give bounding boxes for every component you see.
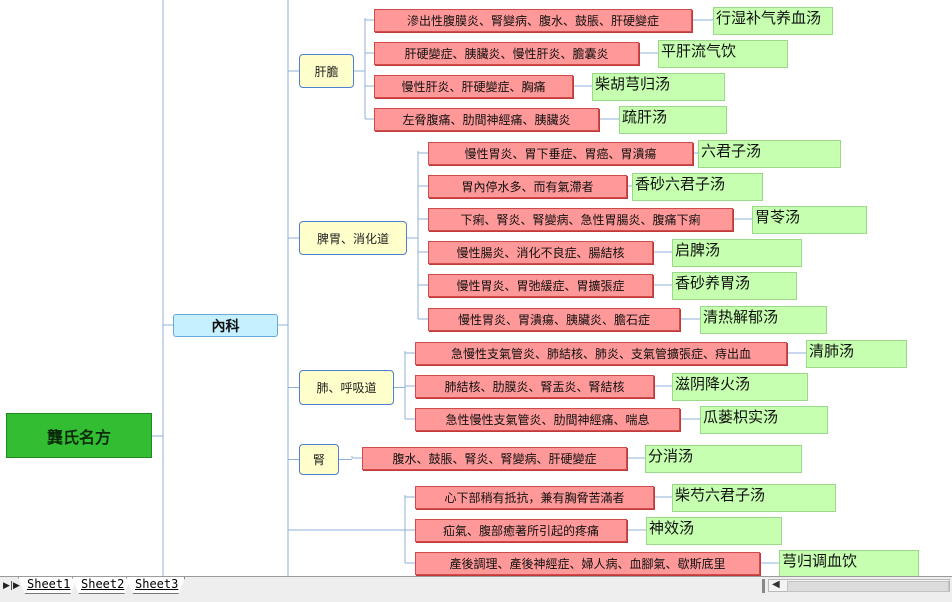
disease-node[interactable]: 左脅腹痛、肋間神經痛、胰臟炎 bbox=[374, 108, 599, 131]
disease-node[interactable]: 急慢性支氣管炎、肺結核、肺炎、支氣管擴張症、痔出血 bbox=[415, 342, 787, 365]
remedy-node[interactable]: 香砂六君子汤 bbox=[632, 173, 763, 201]
remedy-node[interactable]: 胃苓汤 bbox=[752, 206, 867, 234]
disease-node[interactable]: 滲出性腹膜炎、腎變病、腹水、鼓脹、肝硬變症 bbox=[374, 9, 692, 32]
disease-node[interactable]: 慢性胃炎、胃下垂症、胃癌、胃潰瘍 bbox=[428, 142, 693, 165]
horizontal-scrollbar[interactable]: ◀ bbox=[768, 579, 950, 592]
remedy-node[interactable]: 滋阴降火汤 bbox=[672, 373, 808, 401]
remedy-node[interactable]: 清热解郁汤 bbox=[700, 306, 827, 334]
remedy-node[interactable]: 分消汤 bbox=[645, 445, 802, 473]
category-node-2[interactable]: 肺、呼吸道 bbox=[299, 370, 394, 405]
category-node-3[interactable]: 腎 bbox=[299, 444, 339, 475]
disease-node[interactable]: 心下部稍有抵抗，兼有胸脅苦滿者 bbox=[415, 486, 654, 509]
disease-node[interactable]: 慢性腸炎、消化不良症、腸結核 bbox=[428, 241, 653, 264]
remedy-node[interactable]: 启脾汤 bbox=[672, 239, 802, 267]
next-sheet-icon[interactable]: ▶ bbox=[13, 581, 20, 591]
mind-map-canvas: 龔氏名方 內科 肝膽滲出性腹膜炎、腎變病、腹水、鼓脹、肝硬變症行湿补气养血汤肝硬… bbox=[6, 0, 919, 576]
category-node-0[interactable]: 肝膽 bbox=[299, 54, 354, 88]
sheet-tab-bar: ▶| ▶ Sheet1 Sheet2 Sheet3 ◀ bbox=[0, 576, 952, 602]
remedy-node[interactable]: 柴胡芎归汤 bbox=[592, 73, 725, 101]
remedy-node[interactable]: 神效汤 bbox=[646, 517, 782, 545]
remedy-node[interactable]: 柴芍六君子汤 bbox=[672, 484, 836, 512]
remedy-node[interactable]: 疏肝汤 bbox=[619, 106, 727, 134]
disease-node[interactable]: 急性慢性支氣管炎、肋間神經痛、喘息 bbox=[415, 408, 680, 431]
category-node-1[interactable]: 脾胃、消化道 bbox=[299, 221, 407, 255]
remedy-node[interactable]: 平肝流气饮 bbox=[658, 40, 788, 68]
disease-node[interactable]: 腹水、鼓脹、腎炎、腎變病、肝硬變症 bbox=[362, 447, 627, 470]
sheet-tab-2[interactable]: Sheet2 bbox=[72, 577, 131, 594]
tab-splitter[interactable] bbox=[762, 579, 765, 593]
sheet-tab-3[interactable]: Sheet3 bbox=[126, 577, 185, 594]
disease-node[interactable]: 肺結核、肋膜炎、腎盂炎、腎結核 bbox=[415, 375, 654, 398]
remedy-node[interactable]: 清肺汤 bbox=[806, 340, 907, 368]
remedy-node[interactable]: 瓜蒌枳实汤 bbox=[700, 406, 828, 434]
scrollbar-thumb[interactable] bbox=[787, 581, 949, 592]
sheet-tab-1[interactable]: Sheet1 bbox=[18, 577, 77, 594]
disease-node[interactable]: 下痢、腎炎、腎變病、急性胃腸炎、腹痛下痢 bbox=[428, 208, 733, 231]
disease-node[interactable]: 慢性胃炎、胃潰瘍、胰臟炎、膽石症 bbox=[428, 308, 680, 331]
remedy-node[interactable]: 芎归调血饮 bbox=[779, 550, 919, 576]
scroll-left-icon[interactable]: ◀ bbox=[772, 579, 780, 590]
remedy-node[interactable]: 行湿补气养血汤 bbox=[713, 7, 833, 35]
remedy-node[interactable]: 香砂养胃汤 bbox=[672, 272, 797, 300]
disease-node[interactable]: 慢性胃炎、胃弛緩症、胃擴張症 bbox=[428, 274, 653, 297]
remedy-node[interactable]: 六君子汤 bbox=[698, 140, 841, 168]
branch-node-internal-medicine[interactable]: 內科 bbox=[173, 314, 278, 337]
disease-node[interactable]: 疝氣、腹部癒著所引起的疼痛 bbox=[415, 519, 627, 542]
connector-lines bbox=[152, 0, 806, 576]
disease-node[interactable]: 產後調理、產後神經症、婦人病、血腳氣、歇斯底里 bbox=[415, 552, 760, 575]
first-sheet-icon[interactable]: ▶| bbox=[3, 581, 13, 591]
disease-node[interactable]: 肝硬變症、胰臟炎、慢性肝炎、膽囊炎 bbox=[374, 42, 639, 65]
disease-node[interactable]: 慢性肝炎、肝硬變症、胸痛 bbox=[374, 75, 573, 98]
disease-node[interactable]: 胃內停水多、而有氣滯者 bbox=[428, 175, 627, 198]
root-node[interactable]: 龔氏名方 bbox=[6, 413, 152, 458]
